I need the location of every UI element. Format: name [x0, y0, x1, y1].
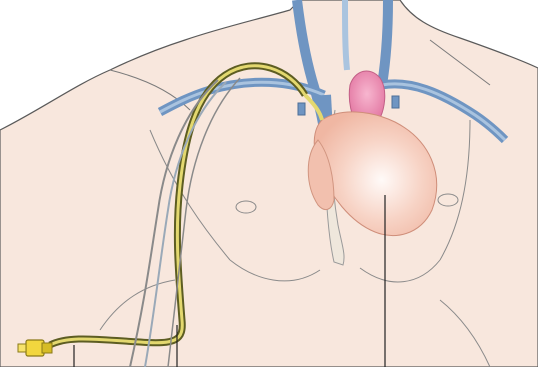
catheter-cap [18, 344, 26, 352]
catheter-connector-neck [42, 343, 52, 353]
catheter-connector [26, 340, 44, 356]
right-jugular-vein [382, 0, 388, 85]
vessel-clip-right [392, 96, 399, 108]
neck-vessel-center [345, 0, 347, 70]
vessel-clip-left [298, 103, 305, 115]
